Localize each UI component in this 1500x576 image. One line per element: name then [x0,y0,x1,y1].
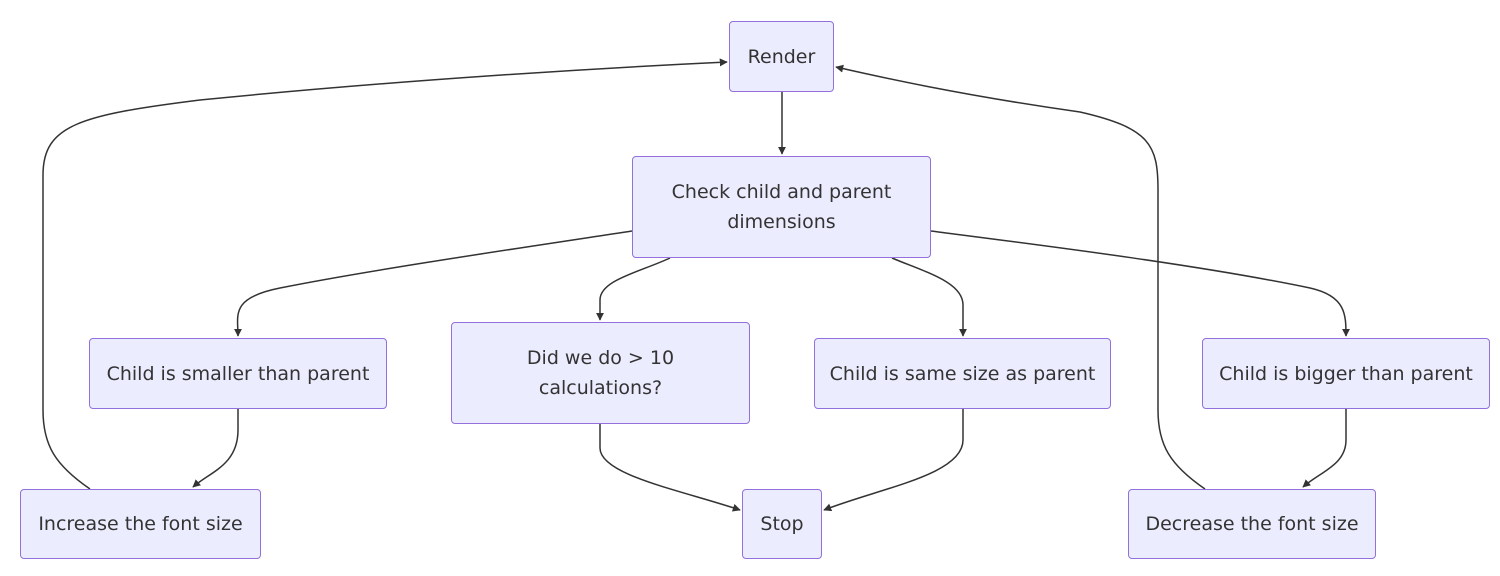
edge-calc-to-stop [599,424,741,512]
node-calculations-check-label: Did we do > 10 calculations? [526,347,675,399]
node-child-smaller: Child is smaller than parent [89,338,387,409]
edge-increase-to-render [42,58,728,490]
node-increase-font-size: Increase the font size [20,489,261,559]
edge-bigger-to-decrease [1302,409,1347,488]
node-stop: Stop [742,489,822,559]
node-render: Render [729,21,834,92]
node-decrease-font-size: Decrease the font size [1128,489,1376,559]
node-child-bigger: Child is bigger than parent [1202,338,1490,409]
node-child-same-size-label: Child is same size as parent [829,362,1096,385]
node-check-dimensions-label: Check child and parent dimensions [671,181,892,233]
edge-check-to-bigger [930,230,1350,337]
edge-decrease-to-render [835,64,1206,490]
node-render-label: Render [747,45,816,68]
node-child-smaller-label: Child is smaller than parent [106,362,370,385]
edge-check-to-calc [596,257,671,321]
edge-same-to-stop [823,409,964,512]
node-check-dimensions: Check child and parent dimensions [632,156,931,258]
node-decrease-font-size-label: Decrease the font size [1145,513,1359,535]
edge-check-to-smaller [233,230,633,337]
node-increase-font-size-label: Increase the font size [38,513,243,535]
node-child-bigger-label: Child is bigger than parent [1219,362,1473,385]
edge-check-to-same [891,257,967,337]
node-calculations-check: Did we do > 10 calculations? [451,322,750,424]
node-stop-label: Stop [760,513,804,535]
node-child-same-size: Child is same size as parent [814,338,1111,409]
edge-smaller-to-increase [192,409,239,488]
